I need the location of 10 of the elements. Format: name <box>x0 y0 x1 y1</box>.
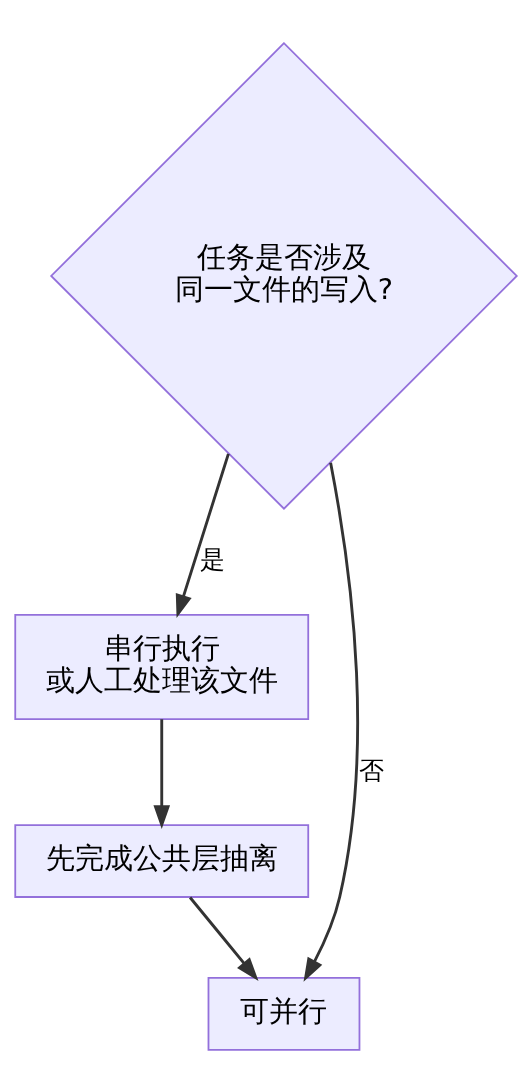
node-diamond: 任务是否涉及同一文件的写入? <box>49 41 519 510</box>
arrow <box>175 452 230 618</box>
node-box: 可并行 <box>207 976 361 1051</box>
arrow <box>153 718 171 829</box>
arrow <box>303 461 359 982</box>
node-box: 先完成公共层抽离 <box>14 823 310 898</box>
edge-label: 否 <box>358 755 384 785</box>
node-box: 串行执行或人工处理该文件 <box>14 613 310 720</box>
arrow <box>188 896 259 981</box>
edge-label: 是 <box>200 544 226 574</box>
